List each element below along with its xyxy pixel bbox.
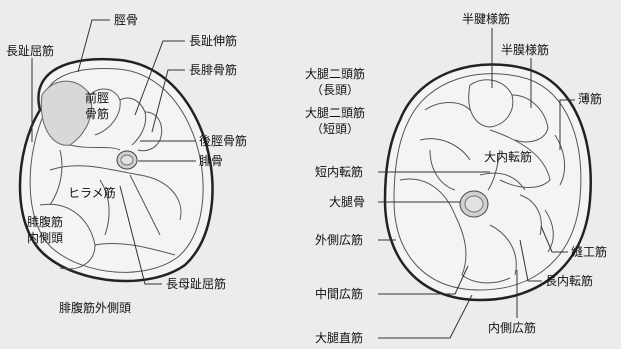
gracilis-muscle bbox=[554, 134, 566, 186]
label-biceps-short: 大腿二頭筋 （短頭） bbox=[305, 106, 366, 136]
fhl-muscle bbox=[129, 174, 161, 236]
thigh-inner-outline bbox=[393, 73, 582, 291]
label-adductor-brevis: 短内転筋 bbox=[315, 165, 364, 179]
label-sartorius: 縫工筋 bbox=[571, 245, 608, 259]
leader-gracilis bbox=[559, 99, 575, 150]
semimembranosus-muscle bbox=[511, 94, 549, 143]
leader-lines bbox=[31, 19, 575, 339]
label-tibia: 脛骨 bbox=[114, 13, 139, 27]
vastus-medialis-muscle bbox=[489, 224, 517, 276]
label-vastus-intermedius: 中間広筋 bbox=[315, 287, 364, 301]
label-anterior-tibialis: 前脛 骨筋 bbox=[85, 91, 110, 121]
leader-sartorius bbox=[540, 225, 568, 253]
label-vastus-medialis: 内側広筋 bbox=[488, 321, 537, 335]
leader-fhl bbox=[119, 185, 162, 285]
sartorius-muscle bbox=[544, 209, 554, 253]
label-fdl: 長趾屈筋 bbox=[6, 44, 55, 58]
soleus-muscle bbox=[49, 165, 182, 221]
label-biceps-long: 大腿二頭筋 （長頭） bbox=[305, 67, 366, 97]
adductor-longus-muscle bbox=[519, 194, 542, 236]
adductor-magnus-muscle bbox=[489, 129, 551, 188]
label-soleus: ヒラメ筋 bbox=[68, 186, 116, 200]
label-rectus-femoris: 大腿直筋 bbox=[315, 331, 364, 345]
biceps-long-muscle bbox=[424, 102, 471, 111]
leader-tibia bbox=[77, 19, 110, 73]
label-posterior-tibialis: 後脛骨筋 bbox=[199, 134, 248, 148]
label-peroneus-longus: 長腓骨筋 bbox=[189, 63, 238, 77]
label-semimembranosus: 半膜様筋 bbox=[501, 43, 550, 57]
leg-inner-outline bbox=[29, 68, 204, 273]
leader-rectus-femoris bbox=[378, 294, 473, 339]
biceps-short-muscle bbox=[419, 138, 471, 161]
label-adductor-longus: 長内転筋 bbox=[545, 274, 594, 288]
adductor-brevis-muscle bbox=[479, 172, 526, 191]
thigh-outline bbox=[383, 63, 592, 302]
gastroc-medial-muscle bbox=[39, 203, 96, 270]
leg-cross-section bbox=[18, 57, 214, 283]
leader-adductor-longus bbox=[519, 239, 542, 282]
label-fibula: 腓骨 bbox=[199, 154, 224, 168]
posterior-tibialis-muscle bbox=[69, 144, 121, 151]
leader-peroneus bbox=[151, 69, 185, 133]
vastus-intermedius-muscle bbox=[454, 214, 467, 276]
leader-edl bbox=[134, 40, 185, 116]
tibia-bone bbox=[40, 80, 93, 146]
label-edl: 長趾伸筋 bbox=[189, 34, 238, 48]
peroneus-longus-muscle bbox=[137, 111, 163, 152]
label-adductor-magnus: 大内転筋 bbox=[484, 150, 533, 164]
leader-vastus-intermedius bbox=[378, 265, 469, 295]
vastus-lateralis-muscle bbox=[399, 178, 456, 216]
label-fhl: 長母趾屈筋 bbox=[166, 277, 227, 291]
rectus-femoris-muscle bbox=[461, 274, 511, 284]
label-vastus-lateralis: 外側広筋 bbox=[315, 233, 364, 247]
label-gastroc-lateral: 腓腹筋外側頭 bbox=[59, 301, 132, 315]
semitendinosus-muscle bbox=[468, 79, 514, 128]
label-femur: 大腿骨 bbox=[329, 195, 366, 209]
thigh-cross-section bbox=[383, 63, 592, 302]
label-gracilis: 薄筋 bbox=[578, 92, 603, 106]
label-gastroc-medial: 腓腹筋 内側頭 bbox=[27, 215, 64, 245]
label-semitendinosus: 半腱様筋 bbox=[462, 12, 511, 26]
